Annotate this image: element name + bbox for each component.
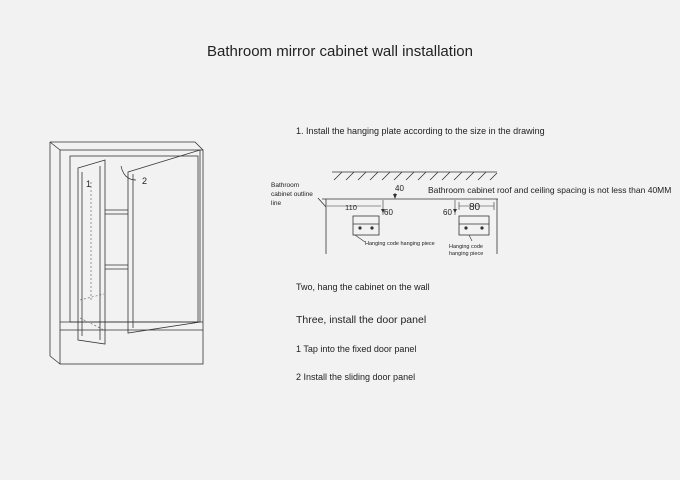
outline-label-line1: Bathroom bbox=[271, 182, 299, 189]
plate-label-right-line2: hanging piece bbox=[449, 251, 483, 257]
dimension-110: 110 bbox=[345, 203, 357, 212]
spacing-note: Bathroom cabinet roof and ceiling spacin… bbox=[428, 185, 671, 195]
dimension-60-left: 60 bbox=[384, 208, 393, 217]
outline-label-line2: cabinet outline bbox=[271, 191, 313, 198]
label-2: 2 bbox=[142, 176, 147, 186]
label-1: 1 bbox=[86, 179, 91, 189]
dimension-40: 40 bbox=[395, 184, 404, 193]
step-3-text: Three, install the door panel bbox=[296, 314, 427, 326]
page-title: Bathroom mirror cabinet wall installatio… bbox=[207, 43, 473, 60]
dimension-60-right: 60 bbox=[443, 208, 452, 217]
plate-label-right-line1: Hanging code bbox=[449, 244, 483, 250]
plate-label-left: Hanging code hanging piece bbox=[365, 241, 435, 247]
substep-1-text: 1 Tap into the fixed door panel bbox=[296, 344, 417, 354]
outline-label-line3: line bbox=[271, 200, 282, 207]
step-1-text: 1. Install the hanging plate according t… bbox=[296, 126, 545, 136]
substep-2-text: 2 Install the sliding door panel bbox=[296, 372, 416, 382]
step-2-text: Two, hang the cabinet on the wall bbox=[296, 282, 430, 292]
dimension-80: 80 bbox=[469, 202, 481, 213]
